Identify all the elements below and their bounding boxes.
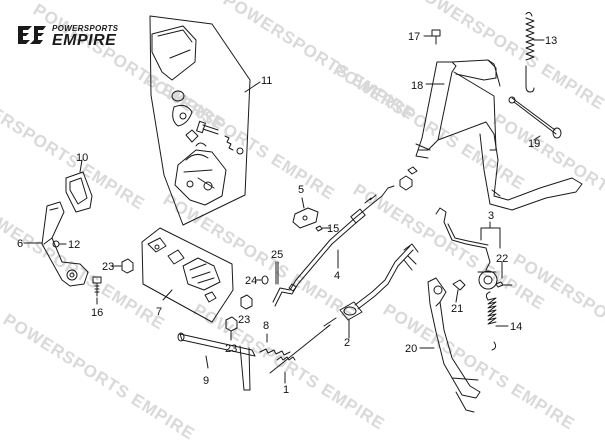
- callout-16: 16: [91, 307, 103, 319]
- callout-23-center: 23: [238, 314, 250, 326]
- part-13-spring: [525, 11, 545, 93]
- part-4-cable: [272, 185, 395, 307]
- part-23-nut-left: [111, 258, 134, 274]
- housing-part: [174, 149, 227, 206]
- part-3-switch: [435, 207, 503, 290]
- callout-labels: 1 2 3 4 5 6 7 8 9 10 11 12 13 14 15 16 1…: [17, 31, 557, 396]
- callout-14: 14: [510, 321, 522, 333]
- part-11-group: [149, 15, 261, 226]
- cam-part: [172, 104, 193, 127]
- part-24-washer: [255, 275, 269, 285]
- callout-21: 21: [451, 303, 463, 315]
- brand-emblem-icon: [18, 26, 46, 44]
- part-14-spring: [485, 291, 509, 351]
- part-19-shaft: [508, 96, 562, 141]
- cover-part: [151, 25, 197, 81]
- part-16-bolt: [92, 276, 102, 305]
- callout-19: 19: [528, 138, 540, 150]
- part-8-spring: [259, 333, 291, 356]
- callout-18: 18: [411, 80, 423, 92]
- part-1-adjuster: [269, 324, 331, 384]
- part-15-bolt: [315, 225, 331, 232]
- brand-name: EMPIRE: [52, 32, 117, 49]
- part-23-nut-center: [225, 294, 253, 341]
- callout-12: 12: [68, 239, 80, 251]
- callout-23-lower: 23: [225, 343, 237, 355]
- callout-24: 24: [245, 275, 257, 287]
- callout-13: 13: [545, 35, 557, 47]
- part-2-cable: [323, 243, 419, 339]
- leader-line: [244, 81, 261, 93]
- callout-22: 22: [496, 253, 508, 265]
- callout-3: 3: [488, 210, 494, 222]
- callout-1: 1: [283, 384, 289, 396]
- callout-2: 2: [344, 337, 350, 349]
- callout-17: 17: [408, 31, 420, 43]
- callout-25: 25: [271, 249, 283, 261]
- callout-6: 6: [17, 238, 23, 250]
- part-25-pin: [275, 261, 279, 285]
- part-22-bolt: [495, 281, 513, 288]
- callout-9: 9: [203, 375, 209, 387]
- part-10-pedal-rubber: [65, 159, 93, 213]
- shaft-part: [202, 124, 219, 135]
- brand-logo: POWERSPORTS EMPIRE: [16, 24, 136, 49]
- callout-10: 10: [76, 152, 88, 164]
- part-20-side-stand: [419, 277, 481, 413]
- part-21-bolt: [452, 279, 466, 303]
- callout-8: 8: [263, 320, 269, 332]
- part-17-bolt: [423, 29, 441, 45]
- spring-part: [224, 135, 234, 151]
- callout-4: 4: [334, 270, 340, 282]
- callout-20: 20: [405, 343, 417, 355]
- part-9-brake-rod: [177, 332, 256, 391]
- callout-7: 7: [156, 306, 162, 318]
- part-7-group: [141, 227, 234, 323]
- part-6-brake-pedal: [23, 201, 89, 287]
- cable-end-caps: [399, 166, 418, 191]
- brand-tagline: POWERSPORTS: [52, 24, 119, 33]
- bushing-part: [171, 90, 185, 102]
- group-outline: [149, 15, 251, 226]
- callout-15: 15: [327, 223, 339, 235]
- callout-5: 5: [298, 184, 304, 196]
- part-5-bracket: [292, 197, 319, 229]
- callout-11: 11: [261, 75, 272, 87]
- callout-23-left: 23: [102, 261, 114, 273]
- part-18-main-stand: [415, 59, 583, 211]
